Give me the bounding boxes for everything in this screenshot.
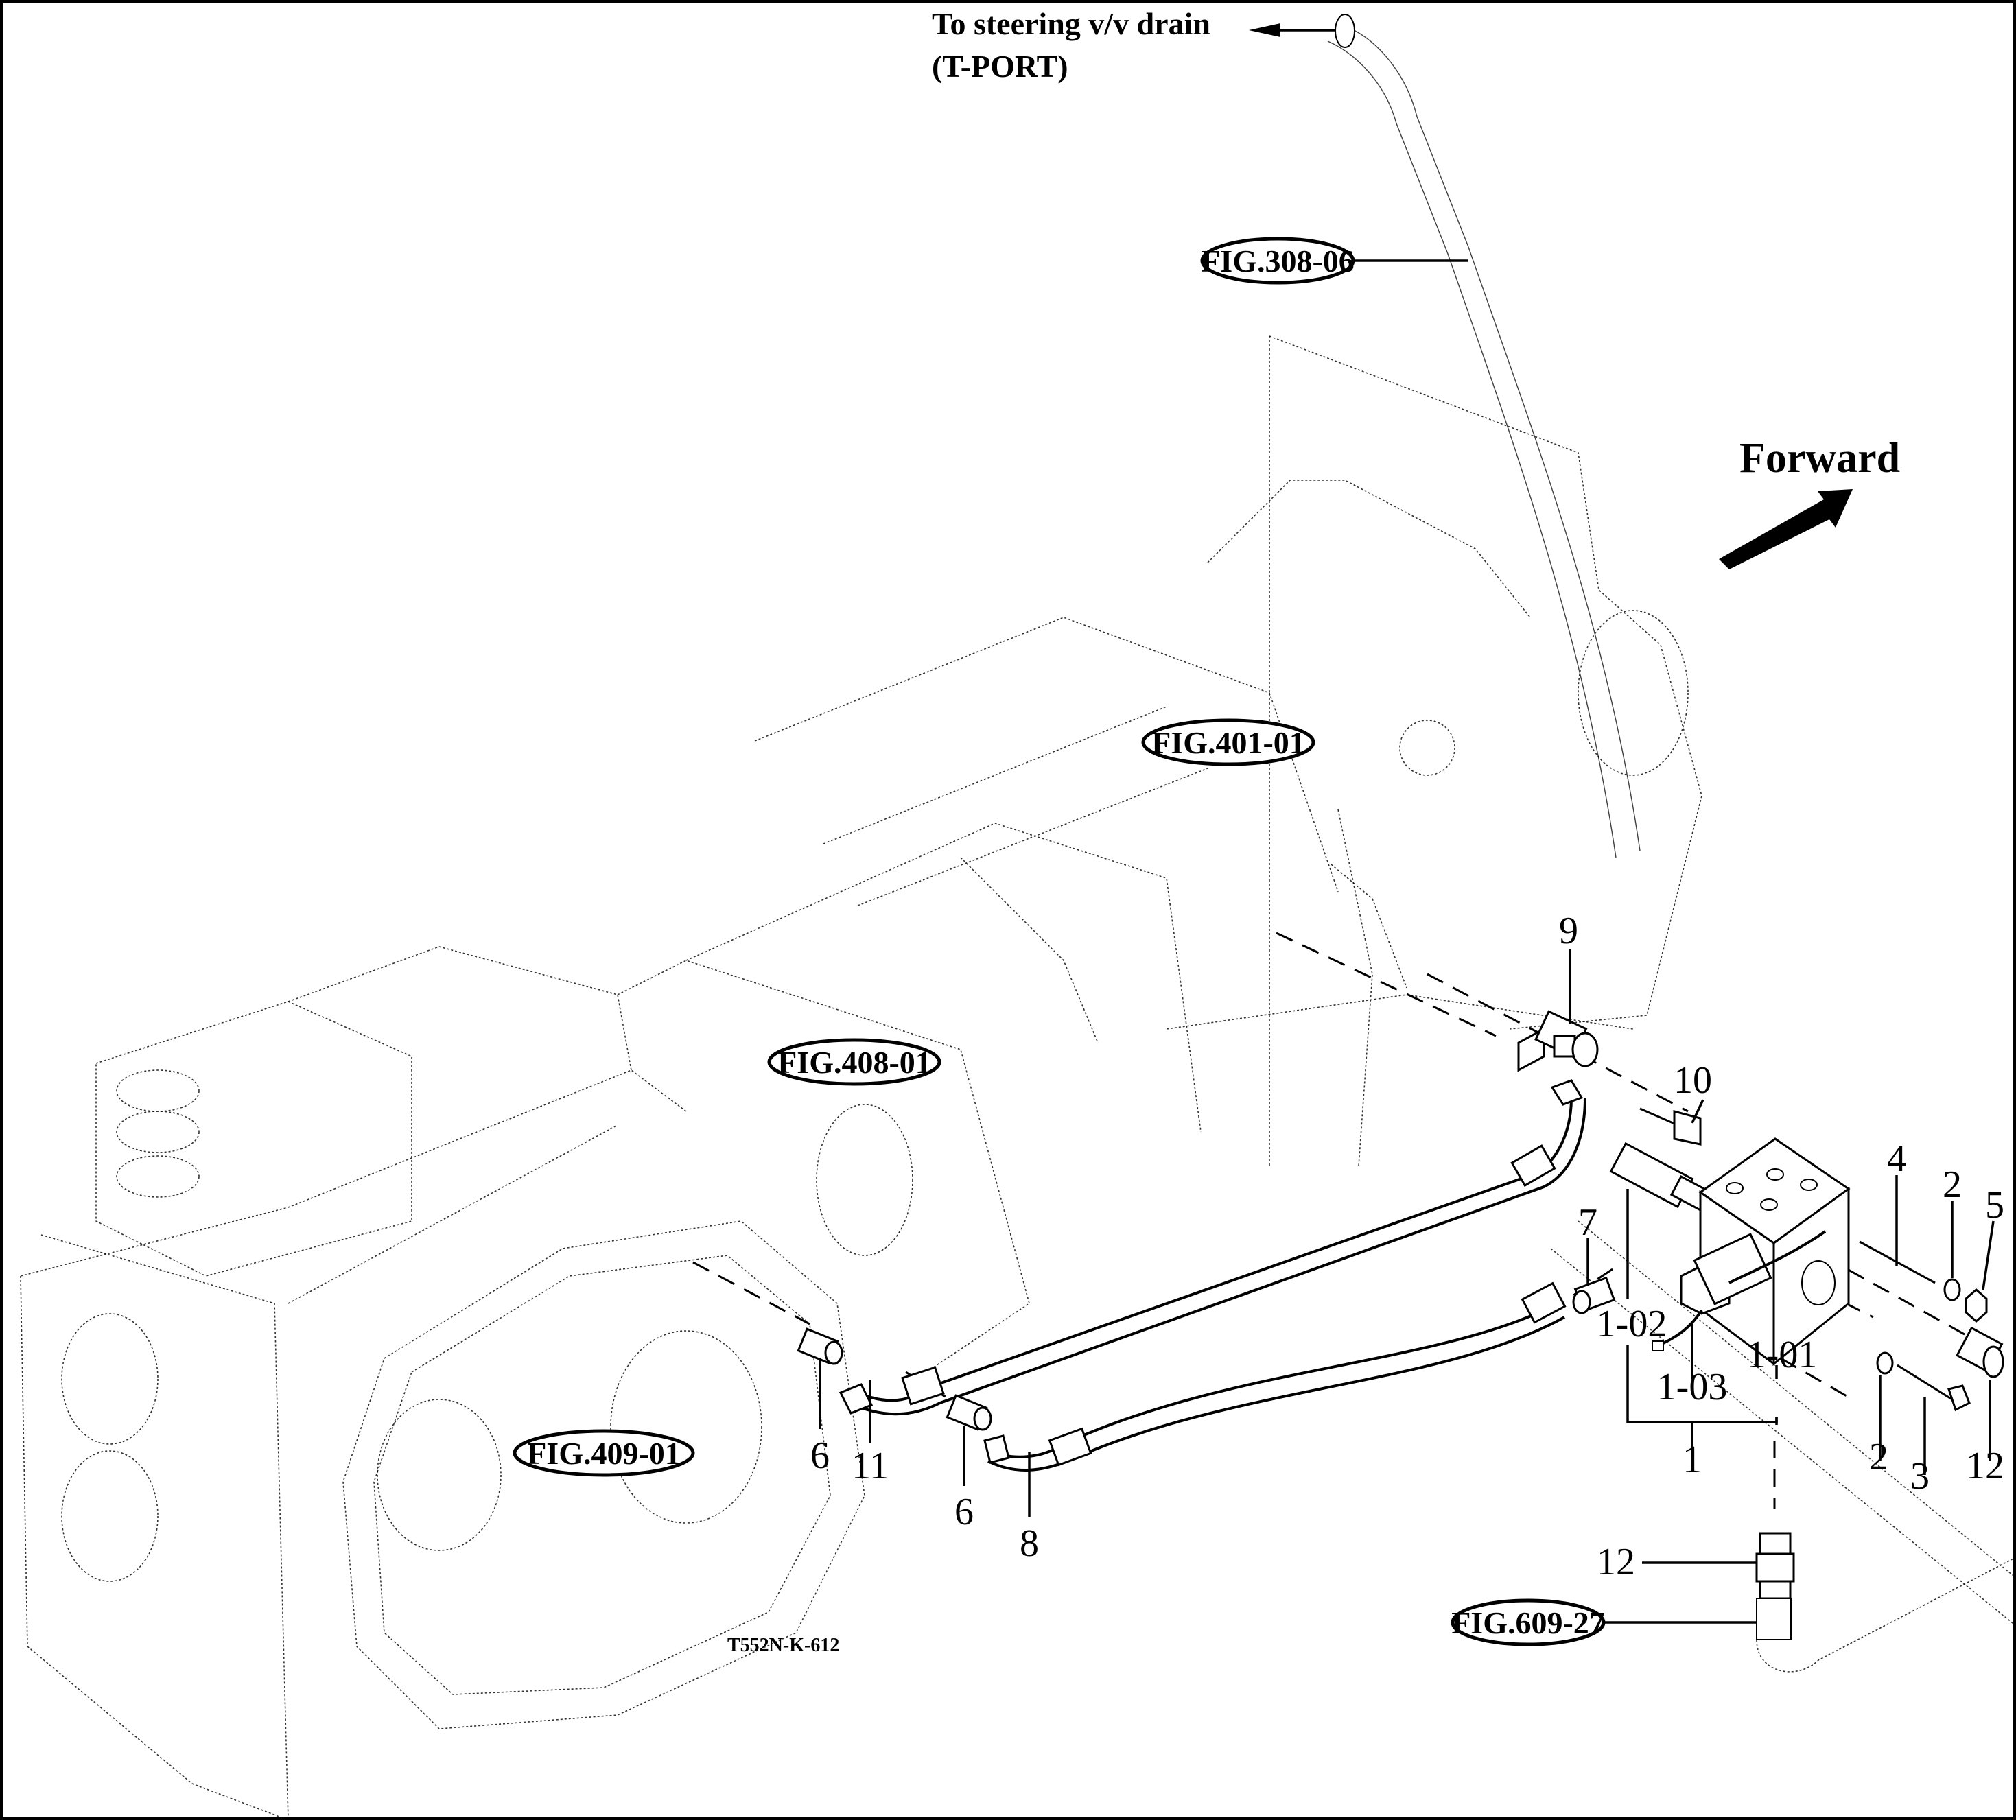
- callout-1-03: 1-03: [1657, 1366, 1728, 1408]
- callout-6: 6: [810, 1434, 830, 1477]
- figref-fig-408-01[interactable]: FIG.408-01: [767, 1038, 941, 1086]
- callout-1: 1: [1683, 1439, 1702, 1481]
- part-2-washer-b[interactable]: [1876, 1351, 1894, 1375]
- callout-2: 2: [1943, 1163, 1962, 1206]
- callout-4: 4: [1887, 1137, 1906, 1180]
- part-6-adapter-a[interactable]: [797, 1327, 843, 1365]
- callout-1-01: 1-01: [1747, 1334, 1818, 1376]
- svg-text:FIG.609-27: FIG.609-27: [1451, 1605, 1605, 1640]
- callout-12: 12: [1597, 1541, 1635, 1583]
- callout-5: 5: [1985, 1184, 2004, 1227]
- figref-fig-409-01[interactable]: FIG.409-01: [513, 1429, 695, 1477]
- note-line-1: To steering v/v drain: [932, 6, 1210, 41]
- note-line-2: (T-PORT): [932, 49, 1068, 84]
- forward-label: Forward: [1739, 435, 1900, 482]
- callout-11: 11: [852, 1445, 889, 1487]
- callout-2: 2: [1869, 1436, 1888, 1478]
- part-11-hose[interactable]: [839, 1079, 1586, 1416]
- figref-fig-401-01[interactable]: FIG.401-01: [1141, 718, 1315, 766]
- callout-3: 3: [1910, 1455, 1930, 1498]
- part-1-03-solenoid[interactable]: [1652, 1230, 1827, 1351]
- svg-text:FIG.408-01: FIG.408-01: [777, 1045, 931, 1080]
- part-1-02-cartridge[interactable]: [1609, 1142, 1713, 1213]
- part-8-hose[interactable]: [983, 1281, 1567, 1472]
- part-10-bolt[interactable]: [1639, 1107, 1702, 1146]
- part-12-fitting-a[interactable]: [1956, 1326, 2004, 1378]
- callout-7: 7: [1578, 1201, 1597, 1244]
- part-9-tee-fitting[interactable]: [1517, 1010, 1599, 1072]
- part-2-washer-a[interactable]: [1943, 1278, 1961, 1301]
- elbow-fitting: [1756, 1557, 2016, 1673]
- part-5-nut[interactable]: [1965, 1288, 1988, 1323]
- part-7-adapter[interactable]: [1572, 1276, 1616, 1314]
- note-arrow-icon: [1249, 23, 1280, 37]
- part-6-adapter-b[interactable]: [946, 1394, 992, 1431]
- forward-arrow-icon: [1719, 489, 1853, 569]
- drain-fitting-icon: [1335, 14, 1355, 48]
- part-3-bolt[interactable]: [1897, 1364, 1971, 1412]
- steering-drain-line: [1327, 14, 1641, 858]
- callout-10: 10: [1674, 1059, 1712, 1102]
- drawing-number: T552N-K-612: [727, 1635, 839, 1656]
- callout-6: 6: [954, 1491, 974, 1533]
- svg-text:FIG.409-01: FIG.409-01: [527, 1436, 681, 1471]
- callout-9: 9: [1559, 910, 1578, 952]
- figref-fig-308-06[interactable]: FIG.308-06: [1200, 237, 1468, 285]
- callout-leaders: [819, 949, 1995, 1564]
- transmission-housing-outline: [20, 335, 2016, 1820]
- callout-8: 8: [1020, 1522, 1039, 1565]
- part-12-fitting-b[interactable]: [1755, 1532, 1795, 1600]
- figref-fig-609-27[interactable]: FIG.609-27: [1451, 1598, 1757, 1646]
- svg-text:FIG.308-06: FIG.308-06: [1201, 244, 1355, 279]
- callout-1-02: 1-02: [1597, 1303, 1667, 1345]
- svg-text:FIG.401-01: FIG.401-01: [1151, 725, 1305, 760]
- callout-12: 12: [1966, 1445, 2004, 1487]
